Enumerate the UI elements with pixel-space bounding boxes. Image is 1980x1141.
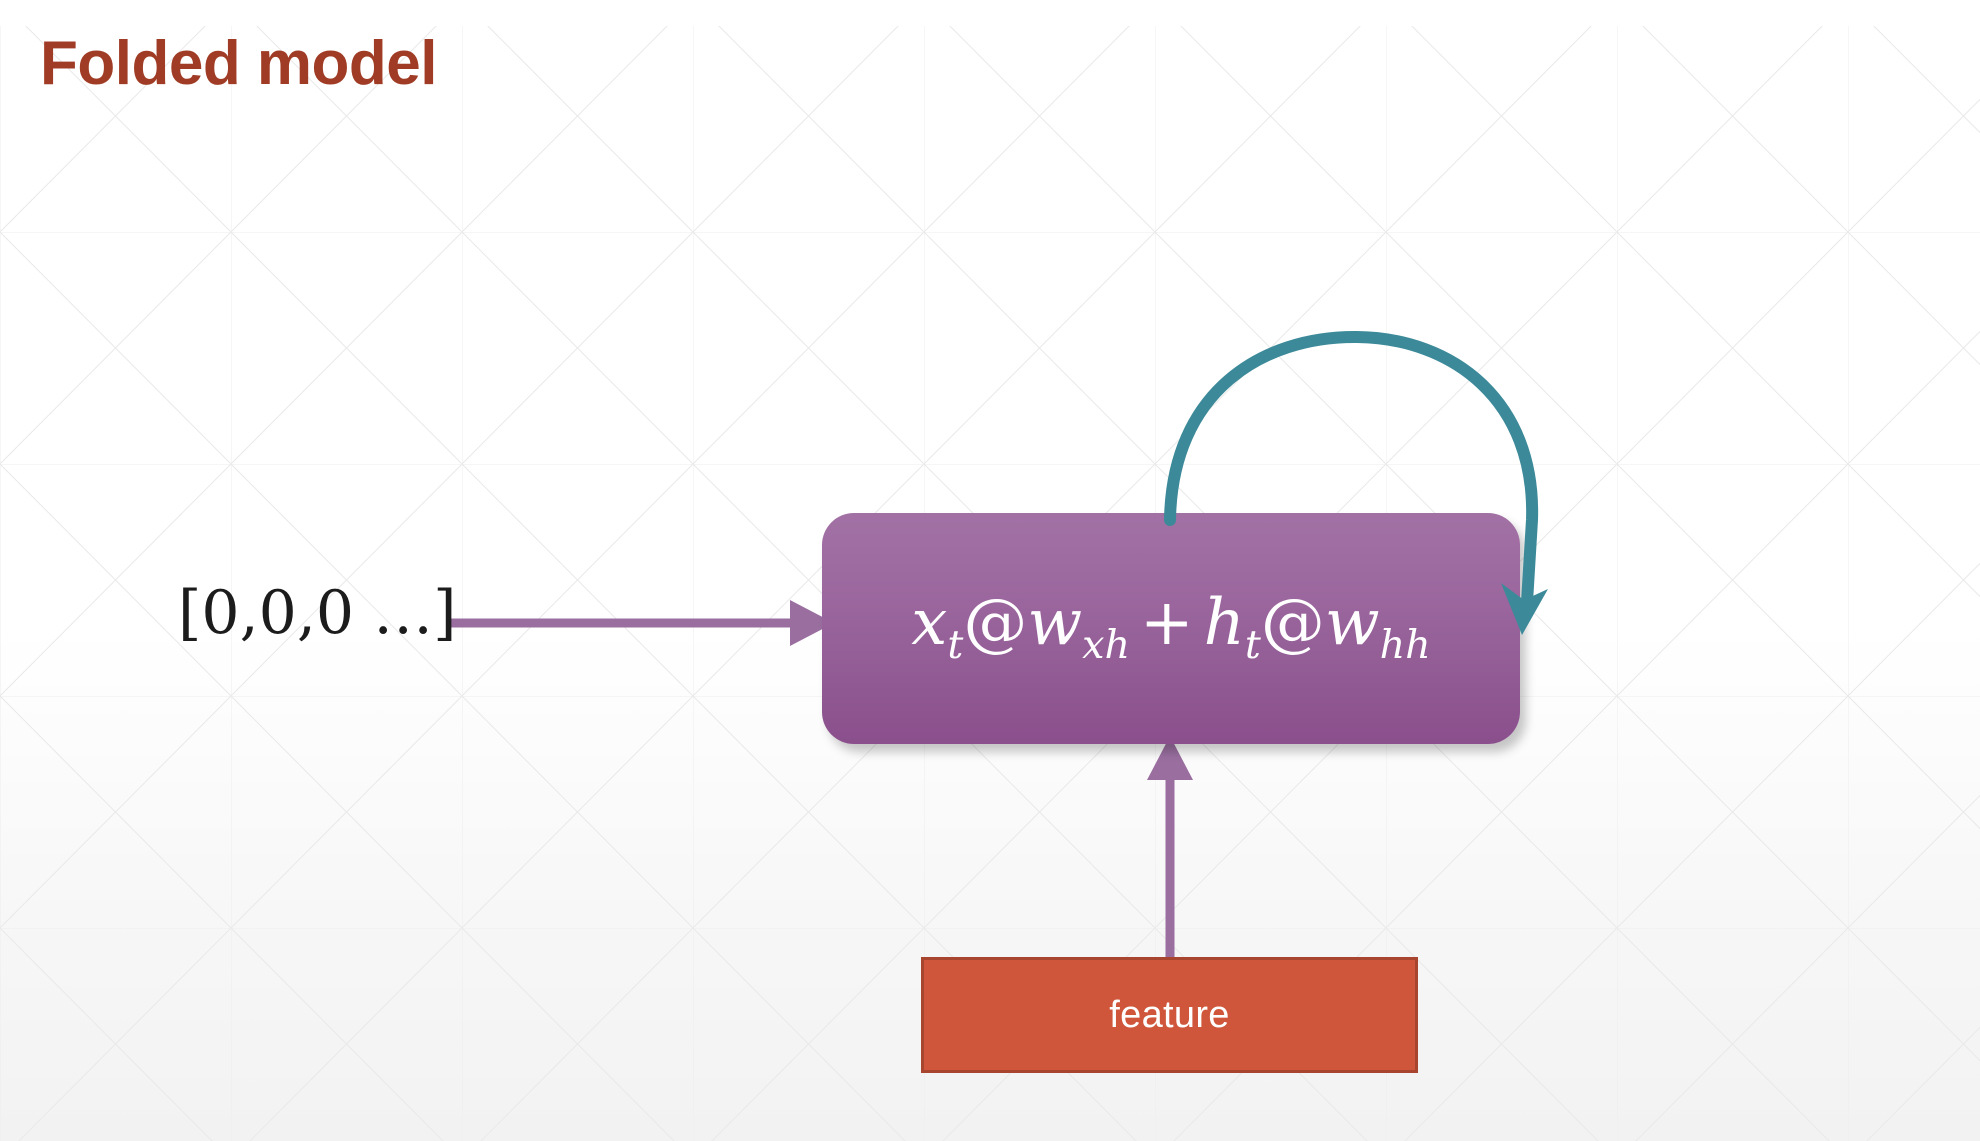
equation-operator-plus: + [1140,586,1194,661]
equation-at-1: @ [963,586,1028,661]
input-vector-label: [0,0,0 …] [178,578,457,648]
page-title: Folded model [40,29,438,98]
recurrent-unit-equation: xt@wxh+ht@whh [911,591,1430,665]
recurrent-unit-box[interactable]: xt@wxh+ht@whh [822,513,1520,744]
equation-at-2: @ [1260,586,1325,661]
equation-term-wxh: w [1027,586,1083,661]
feature-block[interactable]: feature [921,957,1418,1073]
feature-block-label: feature [1109,993,1230,1036]
equation-term-x: x [911,586,948,661]
feature-arrow [1147,736,1193,960]
equation-sub-hh: hh [1379,622,1431,669]
input-arrow [450,600,834,646]
equation-term-whh: w [1324,586,1380,661]
equation-sub-xh: xh [1082,622,1131,669]
equation-term-h: h [1203,586,1245,661]
equation-sub-ht: t [1244,622,1261,669]
equation-sub-xt: t [947,622,964,669]
